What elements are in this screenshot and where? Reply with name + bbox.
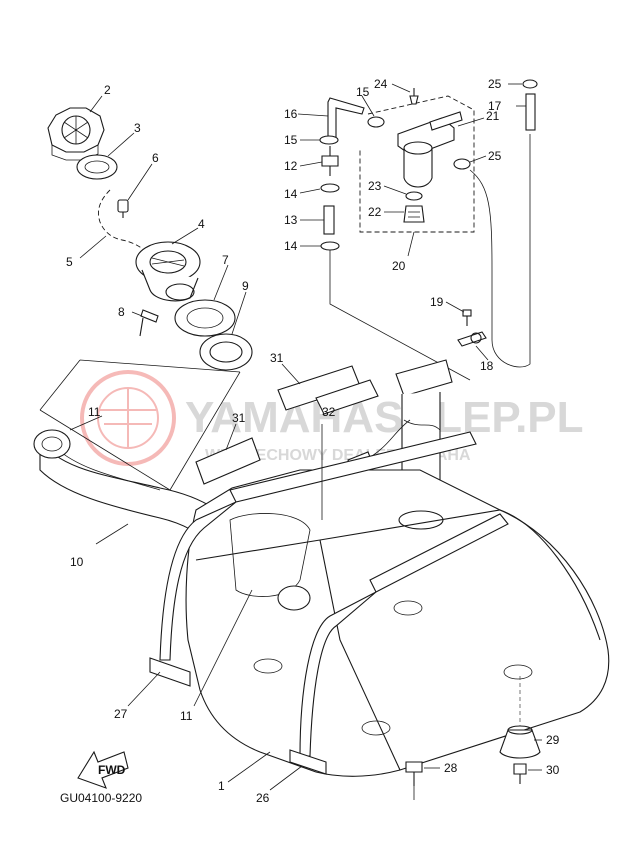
leader-lines (69, 83, 542, 791)
part-cap-gasket (76, 154, 118, 180)
breather-hose-route (469, 134, 531, 368)
part-bolt-8 (139, 309, 159, 337)
part-damper-29 (499, 725, 541, 759)
callout-30: 30 (546, 763, 560, 777)
part-bracket-21 (429, 111, 463, 131)
leader-hose-route (329, 250, 471, 381)
part-check-valve-12 (321, 146, 339, 176)
callout-labels: 1 2 3 4 5 6 7 8 9 10 11 11 12 13 14 14 1… (66, 77, 560, 805)
callout-6: 6 (152, 151, 159, 165)
part-bolt-28 (405, 761, 423, 786)
callout-12: 12 (284, 159, 298, 173)
callout-8: 8 (118, 305, 125, 319)
callout-10: 10 (70, 555, 84, 569)
part-fuel-cap (47, 107, 105, 161)
part-hose-clamp-11a (33, 429, 71, 459)
part-clip-15b (367, 116, 385, 128)
part-filter-22 (403, 205, 425, 223)
callout-15b: 15 (284, 133, 298, 147)
callout-14b: 14 (284, 239, 298, 253)
fwd-arrow-icon: FWD (77, 750, 129, 789)
callout-22: 22 (368, 205, 382, 219)
callout-26: 26 (256, 791, 270, 805)
part-clip-15a (319, 135, 339, 145)
part-clamp-18 (457, 331, 487, 347)
part-hose-13 (323, 205, 335, 235)
diagram-code: GU04100-9220 (60, 791, 142, 805)
part-sender-body (397, 117, 455, 188)
callout-2: 2 (104, 83, 111, 97)
callout-4: 4 (198, 217, 205, 231)
callout-15a: 15 (356, 85, 370, 99)
part-clip-14a (320, 183, 340, 193)
callout-19: 19 (430, 295, 444, 309)
callout-11a: 11 (88, 405, 101, 419)
part-ring-7 (174, 299, 236, 337)
callout-31a: 31 (270, 351, 284, 365)
part-seal-9 (199, 333, 253, 371)
callout-28: 28 (444, 761, 458, 775)
part-label-32 (315, 379, 379, 415)
callout-17: 17 (488, 99, 502, 113)
callout-3: 3 (134, 121, 141, 135)
callout-31b: 31 (232, 411, 246, 425)
part-retaining-chain (98, 189, 147, 253)
part-label-31b (195, 437, 261, 485)
callout-27: 27 (114, 707, 128, 721)
part-filler-neck (135, 241, 201, 302)
part-washer-23 (405, 191, 423, 201)
part-vent-hose-16 (327, 97, 365, 141)
callout-1: 1 (218, 779, 225, 793)
callout-13: 13 (284, 213, 298, 227)
callout-7: 7 (222, 253, 229, 267)
part-breather-pipe-17 (525, 93, 536, 131)
part-strap-front (159, 431, 477, 661)
callout-18: 18 (480, 359, 494, 373)
part-bolt-19 (462, 309, 472, 326)
callout-9: 9 (242, 279, 249, 293)
watermark-title: YAMAHASKLEP.PL (185, 393, 584, 442)
callout-21: 21 (486, 109, 500, 123)
callout-23: 23 (368, 179, 382, 193)
part-bolt-30 (513, 763, 527, 784)
part-clip-25a (522, 79, 538, 89)
part-clip-14b (320, 241, 340, 251)
hose-bracket-lines (39, 359, 241, 491)
callout-32: 32 (322, 405, 336, 419)
callout-29: 29 (546, 733, 560, 747)
callout-24: 24 (374, 77, 388, 91)
part-fuel-tank-1 (185, 469, 610, 777)
part-bracket-27 (149, 657, 191, 687)
fwd-label: FWD (98, 763, 126, 777)
callout-25a: 25 (488, 77, 502, 91)
callout-20: 20 (392, 259, 406, 273)
part-screw-6 (117, 199, 129, 218)
callout-25b: 25 (488, 149, 502, 163)
callout-16: 16 (284, 107, 298, 121)
part-clip-25b (453, 158, 471, 170)
callout-14a: 14 (284, 187, 298, 201)
callout-11b: 11 (180, 709, 193, 723)
callout-5: 5 (66, 255, 73, 269)
part-bracket-26 (289, 749, 327, 775)
part-sender-group-20 (359, 95, 475, 233)
part-pin-24 (409, 88, 419, 105)
